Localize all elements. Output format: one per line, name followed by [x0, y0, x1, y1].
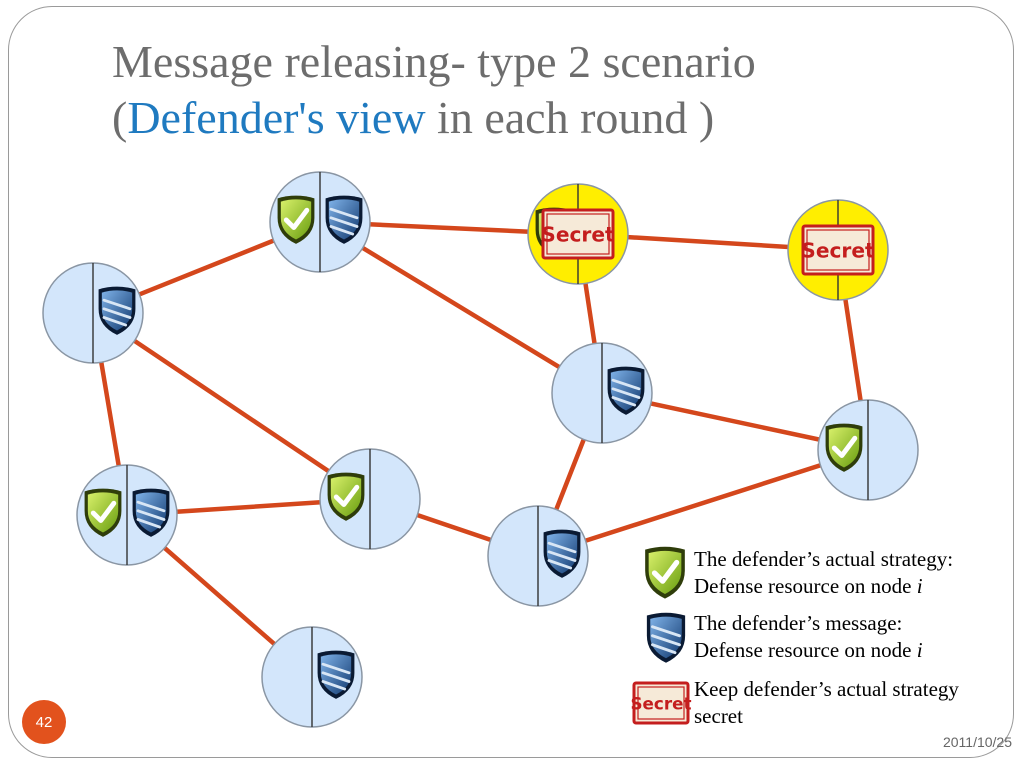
- node-lower-left: [76, 464, 178, 566]
- legend-secret-line2: secret: [694, 704, 743, 728]
- slide-title: Message releasing- type 2 scenario (Defe…: [112, 34, 972, 146]
- legend-actual-line2-text: Defense resource on node: [694, 574, 917, 598]
- legend-secret-stamp-icon: Secret: [630, 681, 692, 725]
- legend-message: The defender’s message: Defense resource…: [694, 610, 923, 664]
- slide-date: 2011/10/25: [942, 734, 1012, 750]
- legend-icons: Secret: [630, 547, 692, 725]
- node-lower-center: [319, 448, 421, 550]
- edges-layer: [90, 219, 871, 680]
- title-line-1: Message releasing- type 2 scenario: [112, 36, 756, 87]
- title-line-2: (Defender's view in each round ): [112, 90, 972, 146]
- node-top-center: [269, 171, 371, 273]
- node-top-right-secret: Secret: [527, 183, 629, 285]
- title-rest: in each round ): [425, 92, 715, 143]
- page-number-badge: 42: [22, 700, 66, 744]
- title-highlight: Defender's view: [127, 92, 426, 143]
- edge-right-bottom-center: [535, 447, 871, 559]
- node-bottom-center: [487, 505, 589, 607]
- legend-actual-shield-icon: [645, 547, 685, 599]
- node-far-right-secret: Secret: [787, 199, 889, 301]
- title-open-paren: (: [112, 92, 128, 143]
- legend-actual-line1: The defender’s actual strategy:: [694, 547, 954, 571]
- secret-stamp-icon: Secret: [541, 208, 615, 260]
- legend-secret-stamp-icon-label: Secret: [630, 693, 691, 713]
- edge-left-lower-center: [90, 310, 373, 502]
- legend-actual-var: i: [916, 574, 923, 598]
- edge-top-center-center-right: [317, 219, 605, 396]
- node-left: [42, 262, 144, 364]
- legend-message-line1: The defender’s message:: [694, 611, 903, 635]
- legend-actual-strategy: The defender’s actual strategy: Defense …: [694, 546, 953, 600]
- secret-stamp-icon-label: Secret: [541, 223, 615, 247]
- page-number: 42: [35, 713, 53, 731]
- legend-actual-line2: Defense resource on node i: [694, 573, 953, 600]
- secret-stamp-icon: Secret: [801, 224, 875, 276]
- node-bottom-left: [261, 626, 363, 728]
- legend-secret-line1: Keep defender’s actual strategy: [694, 677, 959, 701]
- secret-stamp-icon-label: Secret: [801, 239, 875, 263]
- slide-frame: [8, 6, 1014, 758]
- legend-message-line2-text: Defense resource on node: [694, 638, 917, 662]
- legend-secret: Keep defender’s actual strategy secret: [694, 676, 959, 730]
- node-center-right: [551, 342, 653, 444]
- legend-message-line2: Defense resource on node i: [694, 637, 923, 664]
- legend-message-shield-icon: [645, 611, 687, 665]
- node-right: [817, 399, 919, 501]
- legend-message-var: i: [916, 638, 923, 662]
